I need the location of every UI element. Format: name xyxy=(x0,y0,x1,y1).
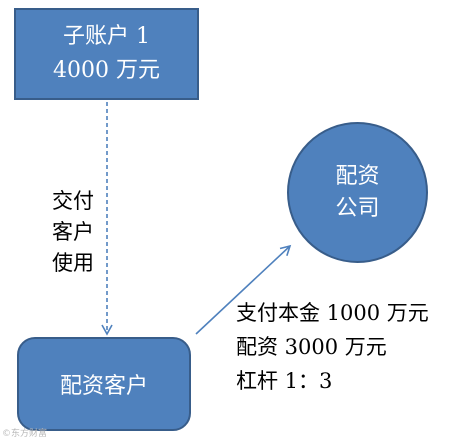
company-label-line2: 公司 xyxy=(335,195,380,221)
client-label: 配资客户 xyxy=(59,374,148,399)
sub-account-name: 子账户 1 xyxy=(63,24,150,49)
sub-to-client-label-line2: 客户 xyxy=(52,220,94,244)
solid-arrow-client-to-company xyxy=(195,244,292,335)
sub-to-client-label: 交付 客户 使用 xyxy=(52,186,94,279)
sub-to-client-label-line1: 交付 xyxy=(52,189,94,213)
company-label-line1: 配资 xyxy=(335,163,380,189)
sub-to-client-label-line3: 使用 xyxy=(52,251,94,275)
client-to-company-label: 支付本金 1000 万元 配资 3000 万元 杠杆 1：3 xyxy=(236,296,429,398)
client-box: 配资客户 xyxy=(17,337,191,431)
principal-text: 支付本金 1000 万元 xyxy=(236,301,429,325)
sub-account-amount: 4000 万元 xyxy=(53,58,160,83)
watermark: ©东方财富 xyxy=(2,429,48,439)
leverage-text: 杠杆 1：3 xyxy=(236,369,333,393)
margin-text: 配资 3000 万元 xyxy=(236,335,387,359)
sub-account-box: 子账户 1 4000 万元 xyxy=(14,8,199,100)
company-circle: 配资 公司 xyxy=(287,122,428,263)
